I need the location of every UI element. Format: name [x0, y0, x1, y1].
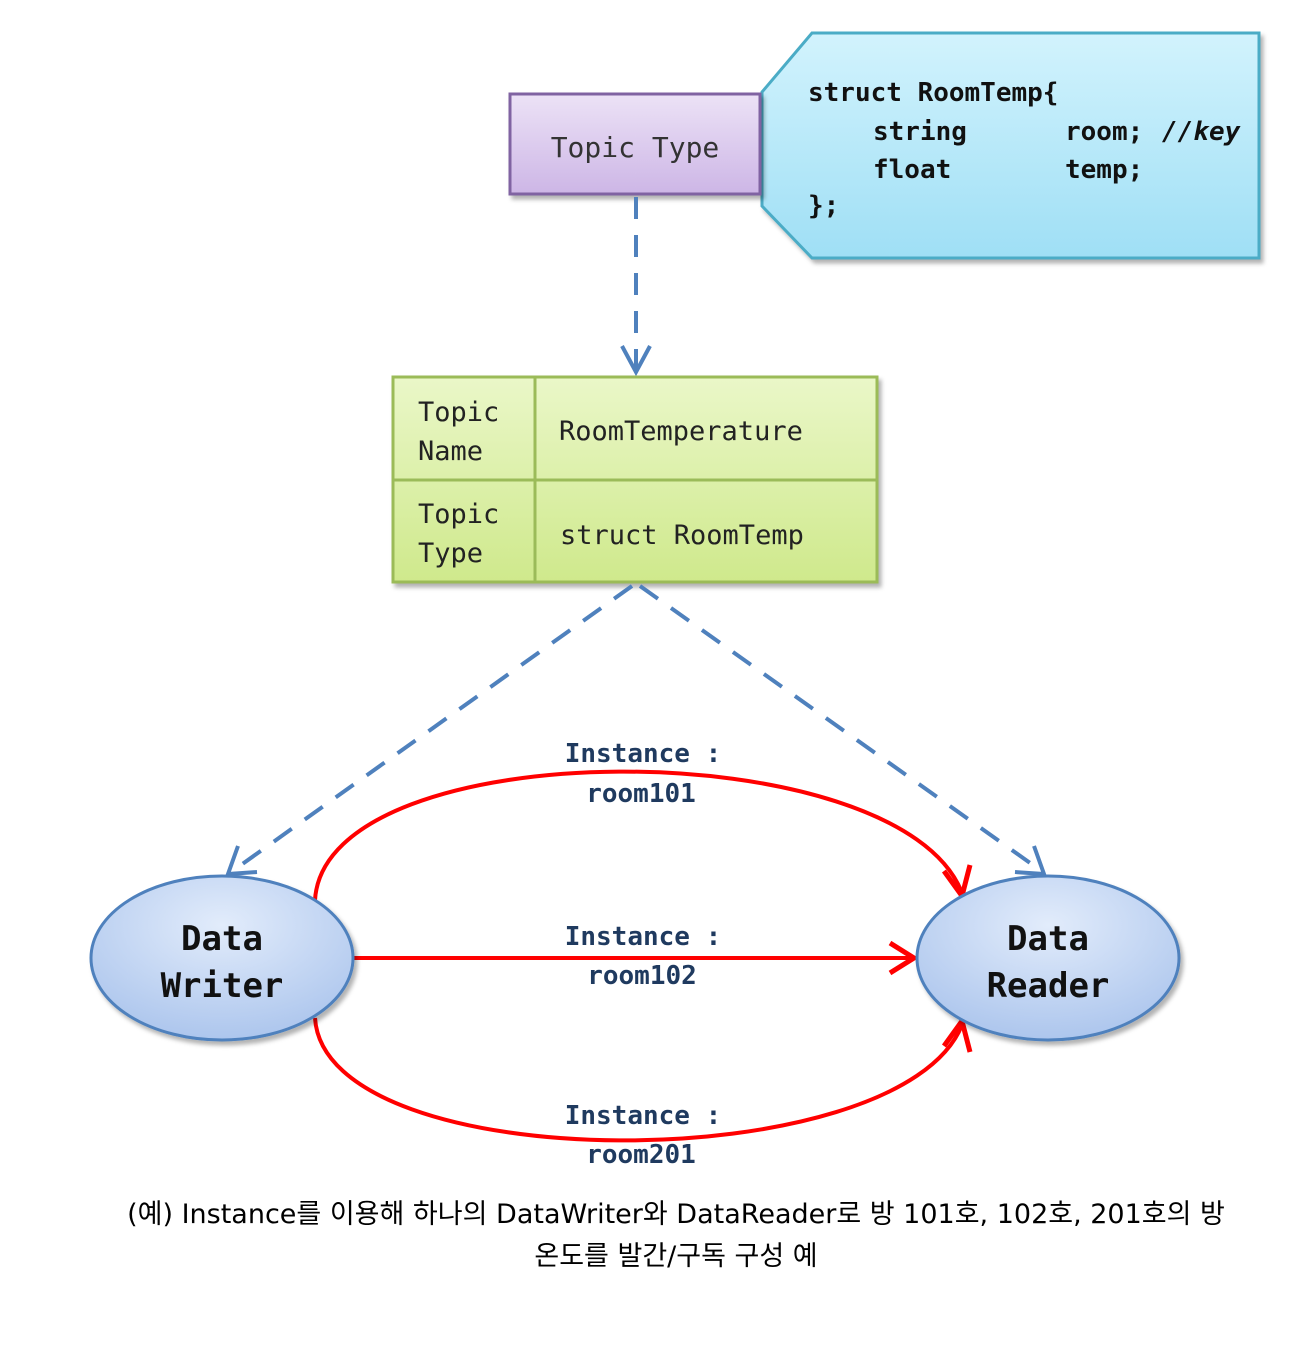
- code-callout: struct RoomTemp{ string room; //key floa…: [760, 31, 1261, 260]
- data-reader-node: Data Reader: [915, 874, 1181, 1042]
- topic-type-rect: [508, 92, 762, 196]
- data-reader-line1: Data: [1007, 919, 1089, 959]
- topic-to-reader-arrow: [638, 584, 1047, 877]
- topic-type-value: struct RoomTemp: [560, 520, 804, 551]
- code-line-2-field: room;: [1065, 117, 1143, 147]
- instance-label-2-line2: room102: [587, 961, 697, 991]
- data-writer-line1: Data: [181, 919, 263, 959]
- topic-to-writer-arrow: [225, 584, 634, 877]
- code-line-3-field: temp;: [1065, 155, 1143, 185]
- topic-name-value: RoomTemperature: [559, 416, 803, 447]
- instance-label-1-line2: room101: [586, 779, 696, 809]
- code-line-4: };: [808, 191, 839, 221]
- topic-name-key-line2: Name: [418, 436, 483, 467]
- data-reader-line2: Reader: [987, 966, 1110, 1006]
- type-to-topic-arrow: [620, 197, 652, 377]
- instance-label-3-line2: room201: [586, 1140, 696, 1170]
- topic-type-label: Topic Type: [551, 131, 720, 164]
- data-writer-line2: Writer: [161, 966, 284, 1006]
- caption-line2: 온도를 발간/구독 구성 예: [534, 1241, 817, 1272]
- topic-name-key-line1: Topic: [418, 397, 499, 428]
- instance-label-3-line1: Instance :: [565, 1101, 722, 1131]
- instance-arrow-room102: [354, 940, 919, 976]
- code-line-3-type: float: [873, 155, 951, 185]
- data-writer-node: Data Writer: [89, 874, 355, 1042]
- instance-label-2-line1: Instance :: [565, 922, 722, 952]
- topic-table: Topic Name RoomTemperature Topic Type st…: [391, 375, 879, 584]
- code-line-2-type: string: [873, 117, 967, 147]
- code-line-1: struct RoomTemp{: [808, 78, 1058, 108]
- topic-type-key-line1: Topic: [418, 499, 499, 530]
- topic-type-box: Topic Type: [508, 92, 762, 196]
- instance-label-1-line1: Instance :: [565, 739, 722, 769]
- code-line-2-comment: //key: [1162, 117, 1241, 147]
- callout-shape: [760, 31, 1261, 260]
- caption-line1: (예) Instance를 이용해 하나의 DataWriter와 DataRe…: [127, 1199, 1225, 1230]
- topic-type-key-line2: Type: [418, 538, 483, 569]
